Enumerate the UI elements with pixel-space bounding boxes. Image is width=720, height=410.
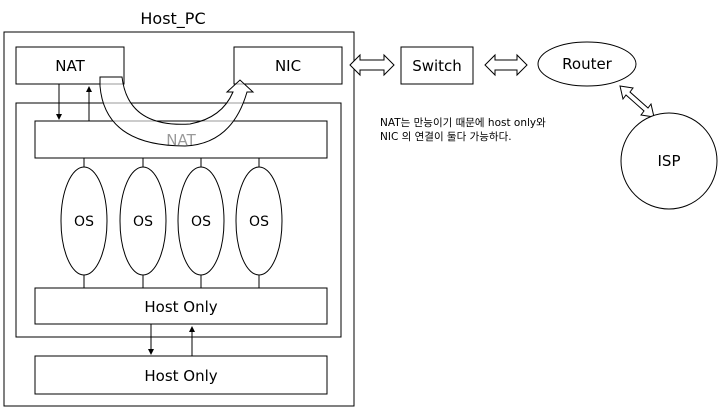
note-line-2: NIC 의 연결이 둘다 가능하다. [380,131,512,143]
vm-os-1-label: OS [74,214,94,230]
switch-router-double-arrow [484,53,528,77]
isp-label: ISP [658,152,681,170]
nic-box [233,46,343,85]
host-pc-frame [3,31,355,407]
host-pc-title: Host_PC [140,9,205,29]
nat-adapter-label: NAT [55,57,85,75]
virtual-frame [15,102,342,338]
nat-to-nic-curved-arrow [99,76,255,147]
host-only-outer-label: Host Only [144,367,217,385]
vm-os-4 [235,166,283,276]
host-only-inner-label: Host Only [144,298,217,316]
vm-os-4-label: OS [249,214,269,230]
router-isp-double-arrow [619,85,655,118]
host-only-inner-bar [34,287,328,325]
switch-label: Switch [412,57,462,75]
vm-os-2-label: OS [133,214,153,230]
switch-box [400,46,474,85]
vm-os-3 [177,166,225,276]
isp-circle [620,112,718,210]
host-only-outer-bar [34,355,328,395]
router-label: Router [562,55,613,73]
nat-os-connectors [83,158,260,288]
vm-os-1 [60,166,108,276]
router-oval [537,41,637,87]
vm-os-2 [119,166,167,276]
nic-label: NIC [275,57,301,75]
nic-switch-double-arrow [349,53,395,77]
note-line-1: NAT는 만능이기 때문에 host only와 [380,117,546,129]
vm-os-3-label: OS [191,214,211,230]
annotation-note: NAT는 만능이기 때문에 host only와 NIC 의 연결이 둘다 가능… [380,116,640,144]
